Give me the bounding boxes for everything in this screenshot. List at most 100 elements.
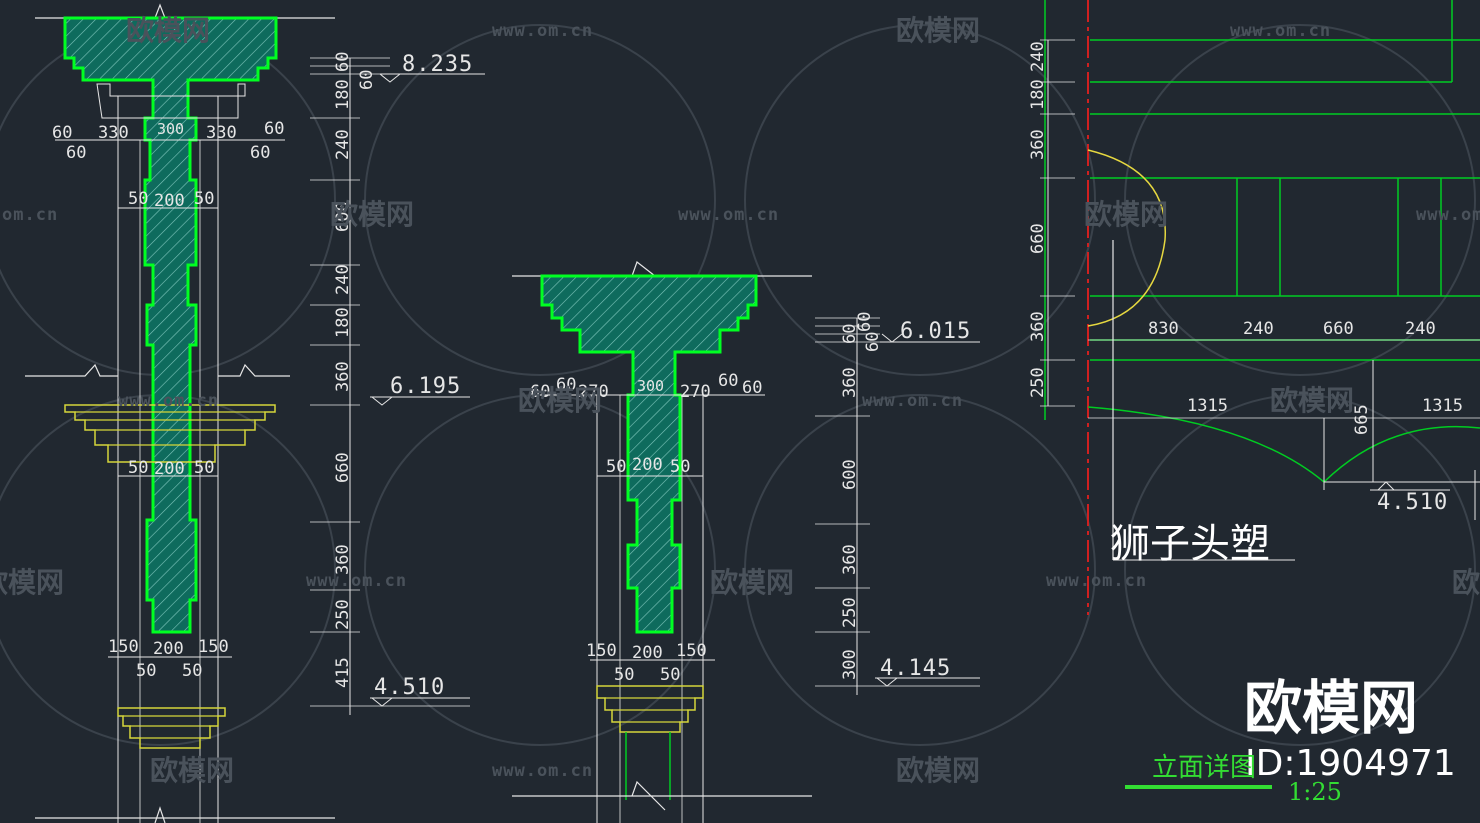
col1-dim-330-right: 330 xyxy=(206,123,237,143)
lion-head-label: 狮子头塑 xyxy=(1110,521,1270,567)
svg-text:欧模网: 欧模网 xyxy=(330,198,414,231)
col2-dim-200: 200 xyxy=(632,455,663,475)
col2-dim-60b: 60 xyxy=(556,375,576,395)
model-id: ID:1904971 xyxy=(1245,743,1456,784)
right-dim-830: 830 xyxy=(1148,319,1179,339)
col2-vertical-dims xyxy=(815,317,980,695)
col1-dim2-50-right: 50 xyxy=(194,458,214,478)
svg-text:180: 180 xyxy=(333,307,353,338)
svg-text:欧模网: 欧模网 xyxy=(1452,566,1480,599)
svg-text:250: 250 xyxy=(333,599,353,630)
svg-text:300: 300 xyxy=(840,649,860,680)
right-vertical-dim-labels: 240 180 360 660 360 250 xyxy=(1028,41,1048,398)
svg-text:360: 360 xyxy=(333,544,353,575)
col1-dim2-50-left: 50 xyxy=(128,458,148,478)
svg-text:www.om.cn: www.om.cn xyxy=(862,391,963,411)
column-1-section xyxy=(25,3,335,823)
right-dim-660: 660 xyxy=(1323,319,1354,339)
svg-text:360: 360 xyxy=(333,361,353,392)
column-2-section xyxy=(512,261,812,823)
svg-text:欧模网: 欧模网 xyxy=(126,14,210,47)
svg-text:600: 600 xyxy=(840,459,860,490)
col2-dim-bot-50-left: 50 xyxy=(614,665,634,685)
svg-text:欧模网: 欧模网 xyxy=(150,754,234,787)
svg-text:欧模网: 欧模网 xyxy=(896,754,980,787)
col1-dim-60-right-b: 60 xyxy=(250,143,270,163)
svg-text:600: 600 xyxy=(333,201,353,232)
svg-text:360: 360 xyxy=(840,544,860,575)
svg-text:www.om.cn: www.om.cn xyxy=(1416,205,1480,225)
col1-dim-60-left-b: 60 xyxy=(66,143,86,163)
col2-dim-60c: 60 xyxy=(718,371,738,391)
svg-text:360: 360 xyxy=(1028,311,1048,342)
svg-text:60: 60 xyxy=(863,332,883,352)
watermarks: 欧模网 www.om.cn 欧模网 www.om.cn om.cn 欧模网 ww… xyxy=(0,14,1480,787)
col2-dim-bot-150-left: 150 xyxy=(586,641,617,661)
svg-text:240: 240 xyxy=(1028,41,1048,72)
col1-dim2-200: 200 xyxy=(154,459,185,479)
col2-dim-300: 300 xyxy=(637,377,664,395)
col2-dim-bot-200: 200 xyxy=(632,643,663,663)
column-1-bottom-base xyxy=(117,707,226,749)
svg-text:360: 360 xyxy=(840,367,860,398)
col1-dim-60-left: 60 xyxy=(52,123,72,143)
col1-elevation-bottom: 4.510 xyxy=(374,675,445,700)
col1-elevation-top: 8.235 xyxy=(402,52,473,77)
col2-dim-60a: 60 xyxy=(530,382,550,402)
column-1-profile xyxy=(63,16,278,634)
svg-text:250: 250 xyxy=(1028,367,1048,398)
col1-elevation-mid: 6.195 xyxy=(390,374,461,399)
svg-text:240: 240 xyxy=(333,264,353,295)
col1-vertical-dim-labels: 60 60 180 240 600 240 180 360 660 360 25… xyxy=(333,52,377,688)
col2-dim-bot-150-right: 150 xyxy=(676,641,707,661)
col1-dim-bot-50-right: 50 xyxy=(182,661,202,681)
col2-elevation-top: 6.015 xyxy=(900,319,971,344)
svg-text:欧模网: 欧模网 xyxy=(1084,198,1168,231)
col2-elevation-bottom: 4.145 xyxy=(880,656,951,681)
svg-text:60: 60 xyxy=(855,312,875,332)
col2-dim-270-left: 270 xyxy=(578,382,609,402)
svg-text:360: 360 xyxy=(1028,129,1048,160)
right-dim-1315-right: 1315 xyxy=(1422,396,1463,416)
right-dim-240-a: 240 xyxy=(1243,319,1274,339)
right-dim-1315-left: 1315 xyxy=(1187,396,1228,416)
col1-dim-50-left: 50 xyxy=(128,189,148,209)
column-2-base xyxy=(596,685,704,733)
col2-dim-bot-50-right: 50 xyxy=(660,665,680,685)
col1-dim-60-right: 60 xyxy=(264,119,284,139)
col1-dim-300: 300 xyxy=(157,120,184,138)
svg-text:www.om.cn: www.om.cn xyxy=(492,761,593,781)
svg-text:www.om.cn: www.om.cn xyxy=(1230,21,1331,41)
svg-text:欧模网: 欧模网 xyxy=(896,14,980,47)
svg-text:250: 250 xyxy=(840,597,860,628)
svg-text:www.om.cn: www.om.cn xyxy=(306,571,407,591)
col1-dim-50-right: 50 xyxy=(194,189,214,209)
col1-dim-330-left: 330 xyxy=(98,123,129,143)
col2-dim-60d: 60 xyxy=(742,378,762,398)
right-dim-665: 665 xyxy=(1352,404,1372,435)
col1-dim-bot-150-right: 150 xyxy=(198,637,229,657)
svg-text:欧模网: 欧模网 xyxy=(0,566,64,599)
right-dim-240-b: 240 xyxy=(1405,319,1436,339)
svg-text:欧模网: 欧模网 xyxy=(1270,384,1354,417)
right-elevation xyxy=(1040,0,1480,615)
svg-text:欧模网: 欧模网 xyxy=(710,566,794,599)
col1-dim-200: 200 xyxy=(154,191,185,211)
drawing-title: 立面详图 xyxy=(1152,753,1256,783)
svg-text:www.om.cn: www.om.cn xyxy=(1046,571,1147,591)
svg-text:60: 60 xyxy=(357,70,377,90)
col2-vertical-dim-labels: 60 60 60 360 600 360 250 300 xyxy=(840,312,883,680)
column-2-profile xyxy=(540,274,758,634)
col1-dim-bot-200: 200 xyxy=(153,639,184,659)
svg-text:660: 660 xyxy=(1028,223,1048,254)
column-1-mid-base xyxy=(64,404,276,463)
drawing-scale: 1:25 xyxy=(1288,778,1342,806)
svg-text:415: 415 xyxy=(333,657,353,688)
svg-text:240: 240 xyxy=(333,129,353,160)
svg-text:60: 60 xyxy=(333,52,353,72)
col1-dim-bot-50-left: 50 xyxy=(136,661,156,681)
svg-text:www.om.cn: www.om.cn xyxy=(492,21,593,41)
col1-vertical-dims xyxy=(310,57,485,715)
svg-text:660: 660 xyxy=(333,452,353,483)
